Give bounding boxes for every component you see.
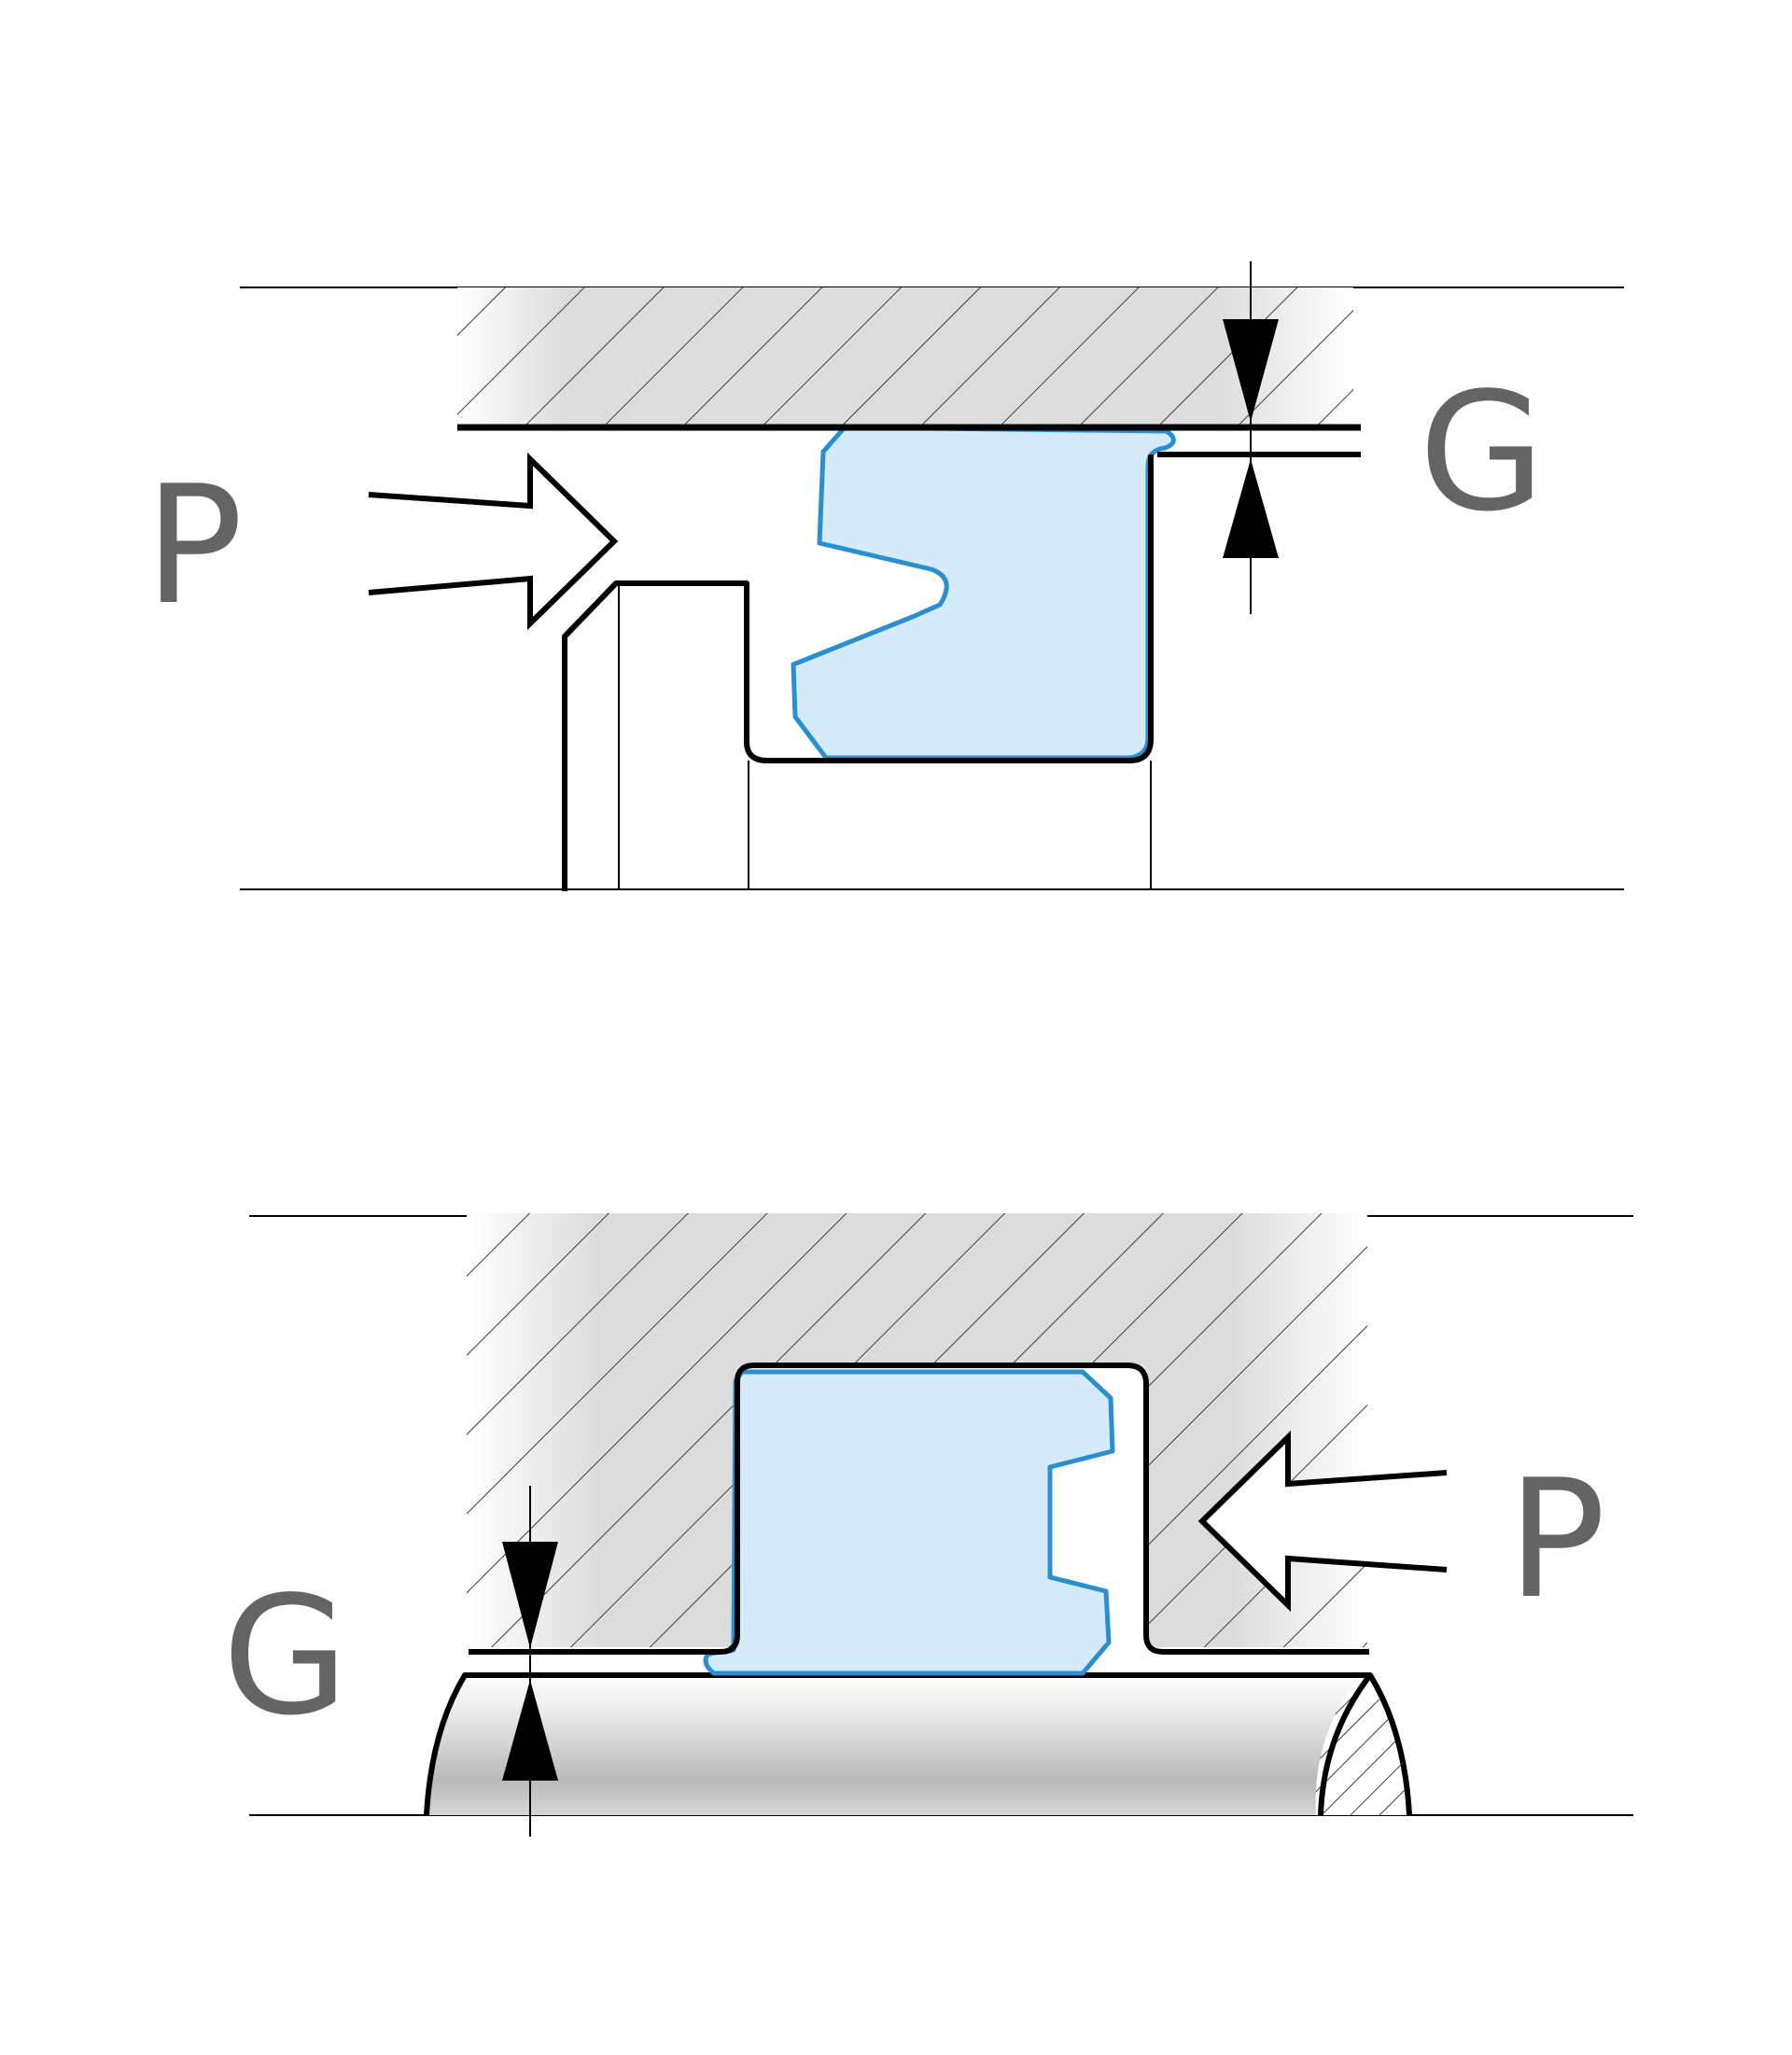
top-groove-outline xyxy=(562,454,1154,891)
bottom-gap-label: G xyxy=(222,1562,349,1752)
top-gap-dimension xyxy=(1223,261,1279,614)
shaft-end-curve xyxy=(1318,1673,1373,1816)
bottom-gap-arrow-down xyxy=(502,1542,558,1648)
top-gap-label: G xyxy=(1419,358,1546,548)
bottom-seal-ring xyxy=(703,1369,1115,1676)
top-gap-arrow-up xyxy=(1223,459,1279,558)
bottom-gap-dimension xyxy=(502,1486,558,1837)
top-gap-arrow-down xyxy=(1223,319,1279,422)
bottom-shaft xyxy=(425,1675,1409,1815)
bottom-view: P G xyxy=(222,1213,1633,1837)
bottom-pressure-label: P xyxy=(1507,1446,1606,1635)
top-pressure-arrow xyxy=(368,452,619,631)
bottom-gap-arrow-up xyxy=(502,1680,558,1781)
top-view: P G xyxy=(145,261,1624,891)
top-seal-ring xyxy=(791,425,1176,761)
bottom-groove-outline xyxy=(469,1363,1369,1655)
bottom-pressure-arrow xyxy=(1197,1430,1448,1613)
top-housing-section xyxy=(457,287,1353,426)
top-pressure-label: P xyxy=(145,452,244,641)
